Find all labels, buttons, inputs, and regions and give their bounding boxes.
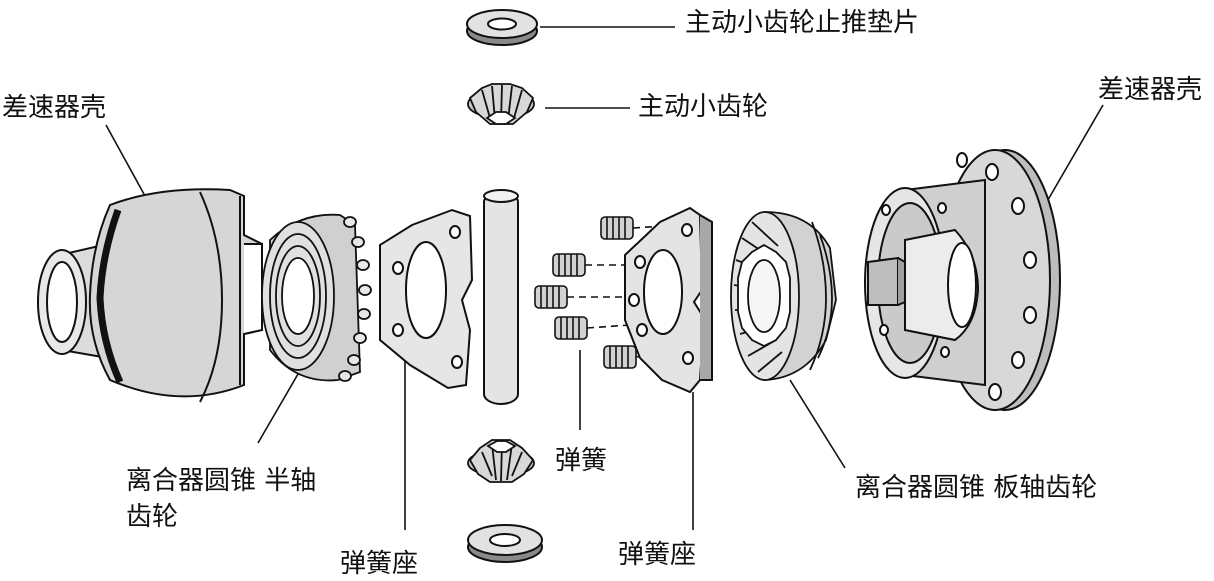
- clutch-cone-side-gear-right: [730, 211, 837, 381]
- spring-4: [554, 316, 588, 340]
- leader-lines: [105, 26, 1104, 530]
- spring-2: [552, 253, 586, 277]
- cross-shaft: [483, 189, 519, 405]
- leader-cone-half-shaft: [257, 361, 306, 444]
- label-cone-plate-gear: 离合器圆锥 板轴齿轮: [855, 473, 1098, 503]
- thrust-washer-bottom: [467, 524, 543, 563]
- thrust-washer-top: [466, 9, 538, 46]
- label-spring: 弹簧: [555, 446, 608, 476]
- label-pinion: 主动小齿轮: [638, 92, 769, 122]
- leader-case-right: [1044, 104, 1104, 206]
- leader-case-left: [105, 124, 151, 206]
- differential-case-left: [37, 188, 263, 403]
- clutch-cone-side-gear-left: [261, 213, 372, 382]
- springs: [534, 216, 681, 369]
- label-thrust-washer: 主动小齿轮止推垫片: [685, 8, 920, 38]
- pinion-top: [467, 83, 535, 125]
- label-cone-half-shaft-line1: 离合器圆锥 半轴: [126, 466, 317, 496]
- pinion-bottom: [467, 439, 535, 483]
- spring-seat-left: [379, 208, 474, 390]
- differential-case-right: [864, 149, 1061, 411]
- spring-seat-right: [624, 206, 713, 394]
- spring-5: [603, 345, 637, 369]
- label-case-right: 差速器壳: [1098, 75, 1203, 105]
- label-case-left: 差速器壳: [2, 93, 107, 123]
- spring-1: [600, 216, 634, 240]
- label-cone-half-shaft-line2: 齿轮: [126, 502, 179, 532]
- label-spring-seat-right: 弹簧座: [618, 540, 697, 570]
- label-spring-seat-left: 弹簧座: [340, 549, 419, 579]
- leader-cone-plate-gear: [789, 379, 846, 469]
- spring-3: [534, 285, 568, 309]
